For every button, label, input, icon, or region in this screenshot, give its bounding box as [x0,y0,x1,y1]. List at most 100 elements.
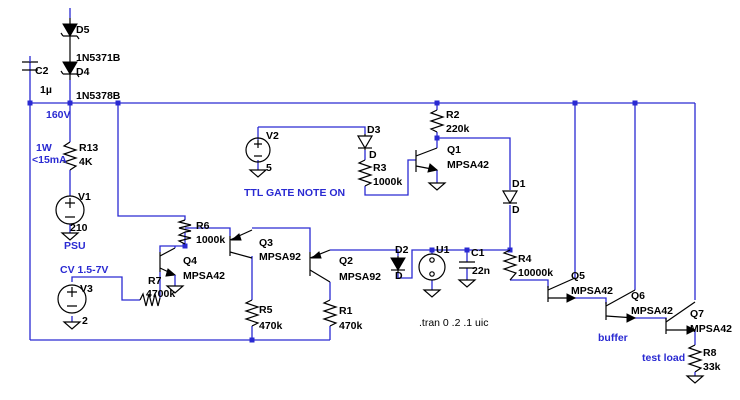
source-v2 [245,137,271,163]
annotation-cv: CV 1.5-7V [60,264,108,276]
transistor-q3 [229,229,253,259]
resistor-r7 [139,292,161,307]
label-r8-name: R8 [703,347,717,359]
diode-d1 [501,190,519,205]
label-r1-value: 470k [339,320,363,332]
transistor-q2 [309,249,331,283]
ground-q4 [165,285,185,294]
source-v3 [57,284,87,314]
label-q7-value: MPSA42 [690,323,732,335]
resistor-r6 [176,219,192,245]
label-r1-name: R1 [339,305,353,317]
diode-d3 [356,134,374,150]
label-v1-value: 210 [70,222,88,234]
component-labels: D5 1N5371B D4 1N5378B C2 1µ R13 4K V1 21… [35,24,732,373]
capacitor-c2 [22,56,38,71]
annotation-15ma: <15mA [32,154,67,166]
label-q6-name: Q6 [631,290,645,302]
transistor-q5 [547,277,577,303]
device-u1 [418,253,446,281]
diode-d2 [390,256,406,272]
label-c1-value: 22n [472,265,490,277]
ground-v3 [62,321,82,330]
resistor-r5 [244,299,260,327]
label-q2-value: MPSA92 [339,271,381,283]
ground-v2 [248,169,268,178]
label-v1-name: V1 [78,191,91,203]
source-v1 [55,195,85,225]
ground-u1 [422,289,442,298]
resistor-r3 [357,159,373,187]
label-r6-value: 1000k [196,234,225,246]
label-c2-name: C2 [35,65,49,77]
ground-q1 [427,182,447,191]
ground-v1 [60,232,80,241]
diode-d4 [60,48,80,80]
label-r2-name: R2 [446,109,460,121]
annotation-1w: 1W [36,142,52,154]
label-r5-value: 470k [259,320,283,332]
label-r13-name: R13 [79,142,98,154]
label-u1-name: U1 [436,244,450,256]
ground-r8 [685,375,705,384]
label-d2-name: D2 [395,244,409,256]
label-q1-value: MPSA42 [447,159,489,171]
label-q4-name: Q4 [183,255,197,267]
label-v3-value: 2 [82,315,88,327]
label-q1-name: Q1 [447,144,461,156]
net-annotations: 160V 1W <15mA PSU TTL GATE NOTE ON CV 1.… [32,109,685,364]
label-d5-value: 1N5371B [76,52,121,64]
label-q7-name: Q7 [690,308,704,320]
label-v2-name: V2 [266,130,279,142]
annotation-ttl-gate: TTL GATE NOTE ON [244,187,345,199]
capacitor-c1 [459,261,475,269]
label-d2-value: D [395,270,403,282]
label-d1-name: D1 [512,178,526,190]
label-d4-value: 1N5378B [76,90,121,102]
label-c1-name: C1 [471,247,485,259]
annotation-160v: 160V [46,109,71,121]
label-r3-name: R3 [373,162,387,174]
resistor-r8 [687,344,703,376]
annotation-test-load: test load [642,352,685,364]
label-v2-value: 5 [266,162,272,174]
label-d3-name: D3 [367,124,381,136]
diode-d5 [60,18,80,48]
transistor-q4 [159,246,177,286]
label-r8-value: 33k [703,361,721,373]
ground-c1 [457,279,477,288]
label-r5-name: R5 [259,304,273,316]
label-q4-value: MPSA42 [183,270,225,282]
spice-directive: .tran 0 .2 .1 uic [419,317,488,329]
label-q5-value: MPSA42 [571,285,613,297]
label-d3-value: D [369,149,377,161]
label-r4-value: 10000k [518,267,553,279]
annotation-buffer: buffer [598,332,628,344]
resistor-r2 [429,109,445,133]
resistor-r4 [502,249,518,281]
transistor-q7 [665,301,697,335]
label-q3-name: Q3 [259,237,273,249]
label-d1-value: D [512,204,520,216]
label-r6-name: R6 [196,220,210,232]
label-v3-name: V3 [80,283,93,295]
transistor-q6 [605,289,637,323]
label-q5-name: Q5 [571,270,585,282]
label-c2-value: 1µ [40,84,52,96]
resistor-r1 [322,299,338,327]
label-r13-value: 4K [79,156,93,168]
label-d4-name: D4 [76,66,90,78]
label-r2-value: 220k [446,123,470,135]
label-q2-name: Q2 [339,255,353,267]
label-r7-value: 4700k [146,288,175,300]
label-r3-value: 1000k [373,176,402,188]
annotation-psu: PSU [64,240,86,252]
label-r7-name: R7 [148,275,162,287]
label-q6-value: MPSA42 [631,305,673,317]
transistor-q1 [415,147,439,173]
resistor-r13 [62,141,78,171]
label-r4-name: R4 [518,253,532,265]
label-q3-value: MPSA92 [259,251,301,263]
label-d5-name: D5 [76,24,90,36]
